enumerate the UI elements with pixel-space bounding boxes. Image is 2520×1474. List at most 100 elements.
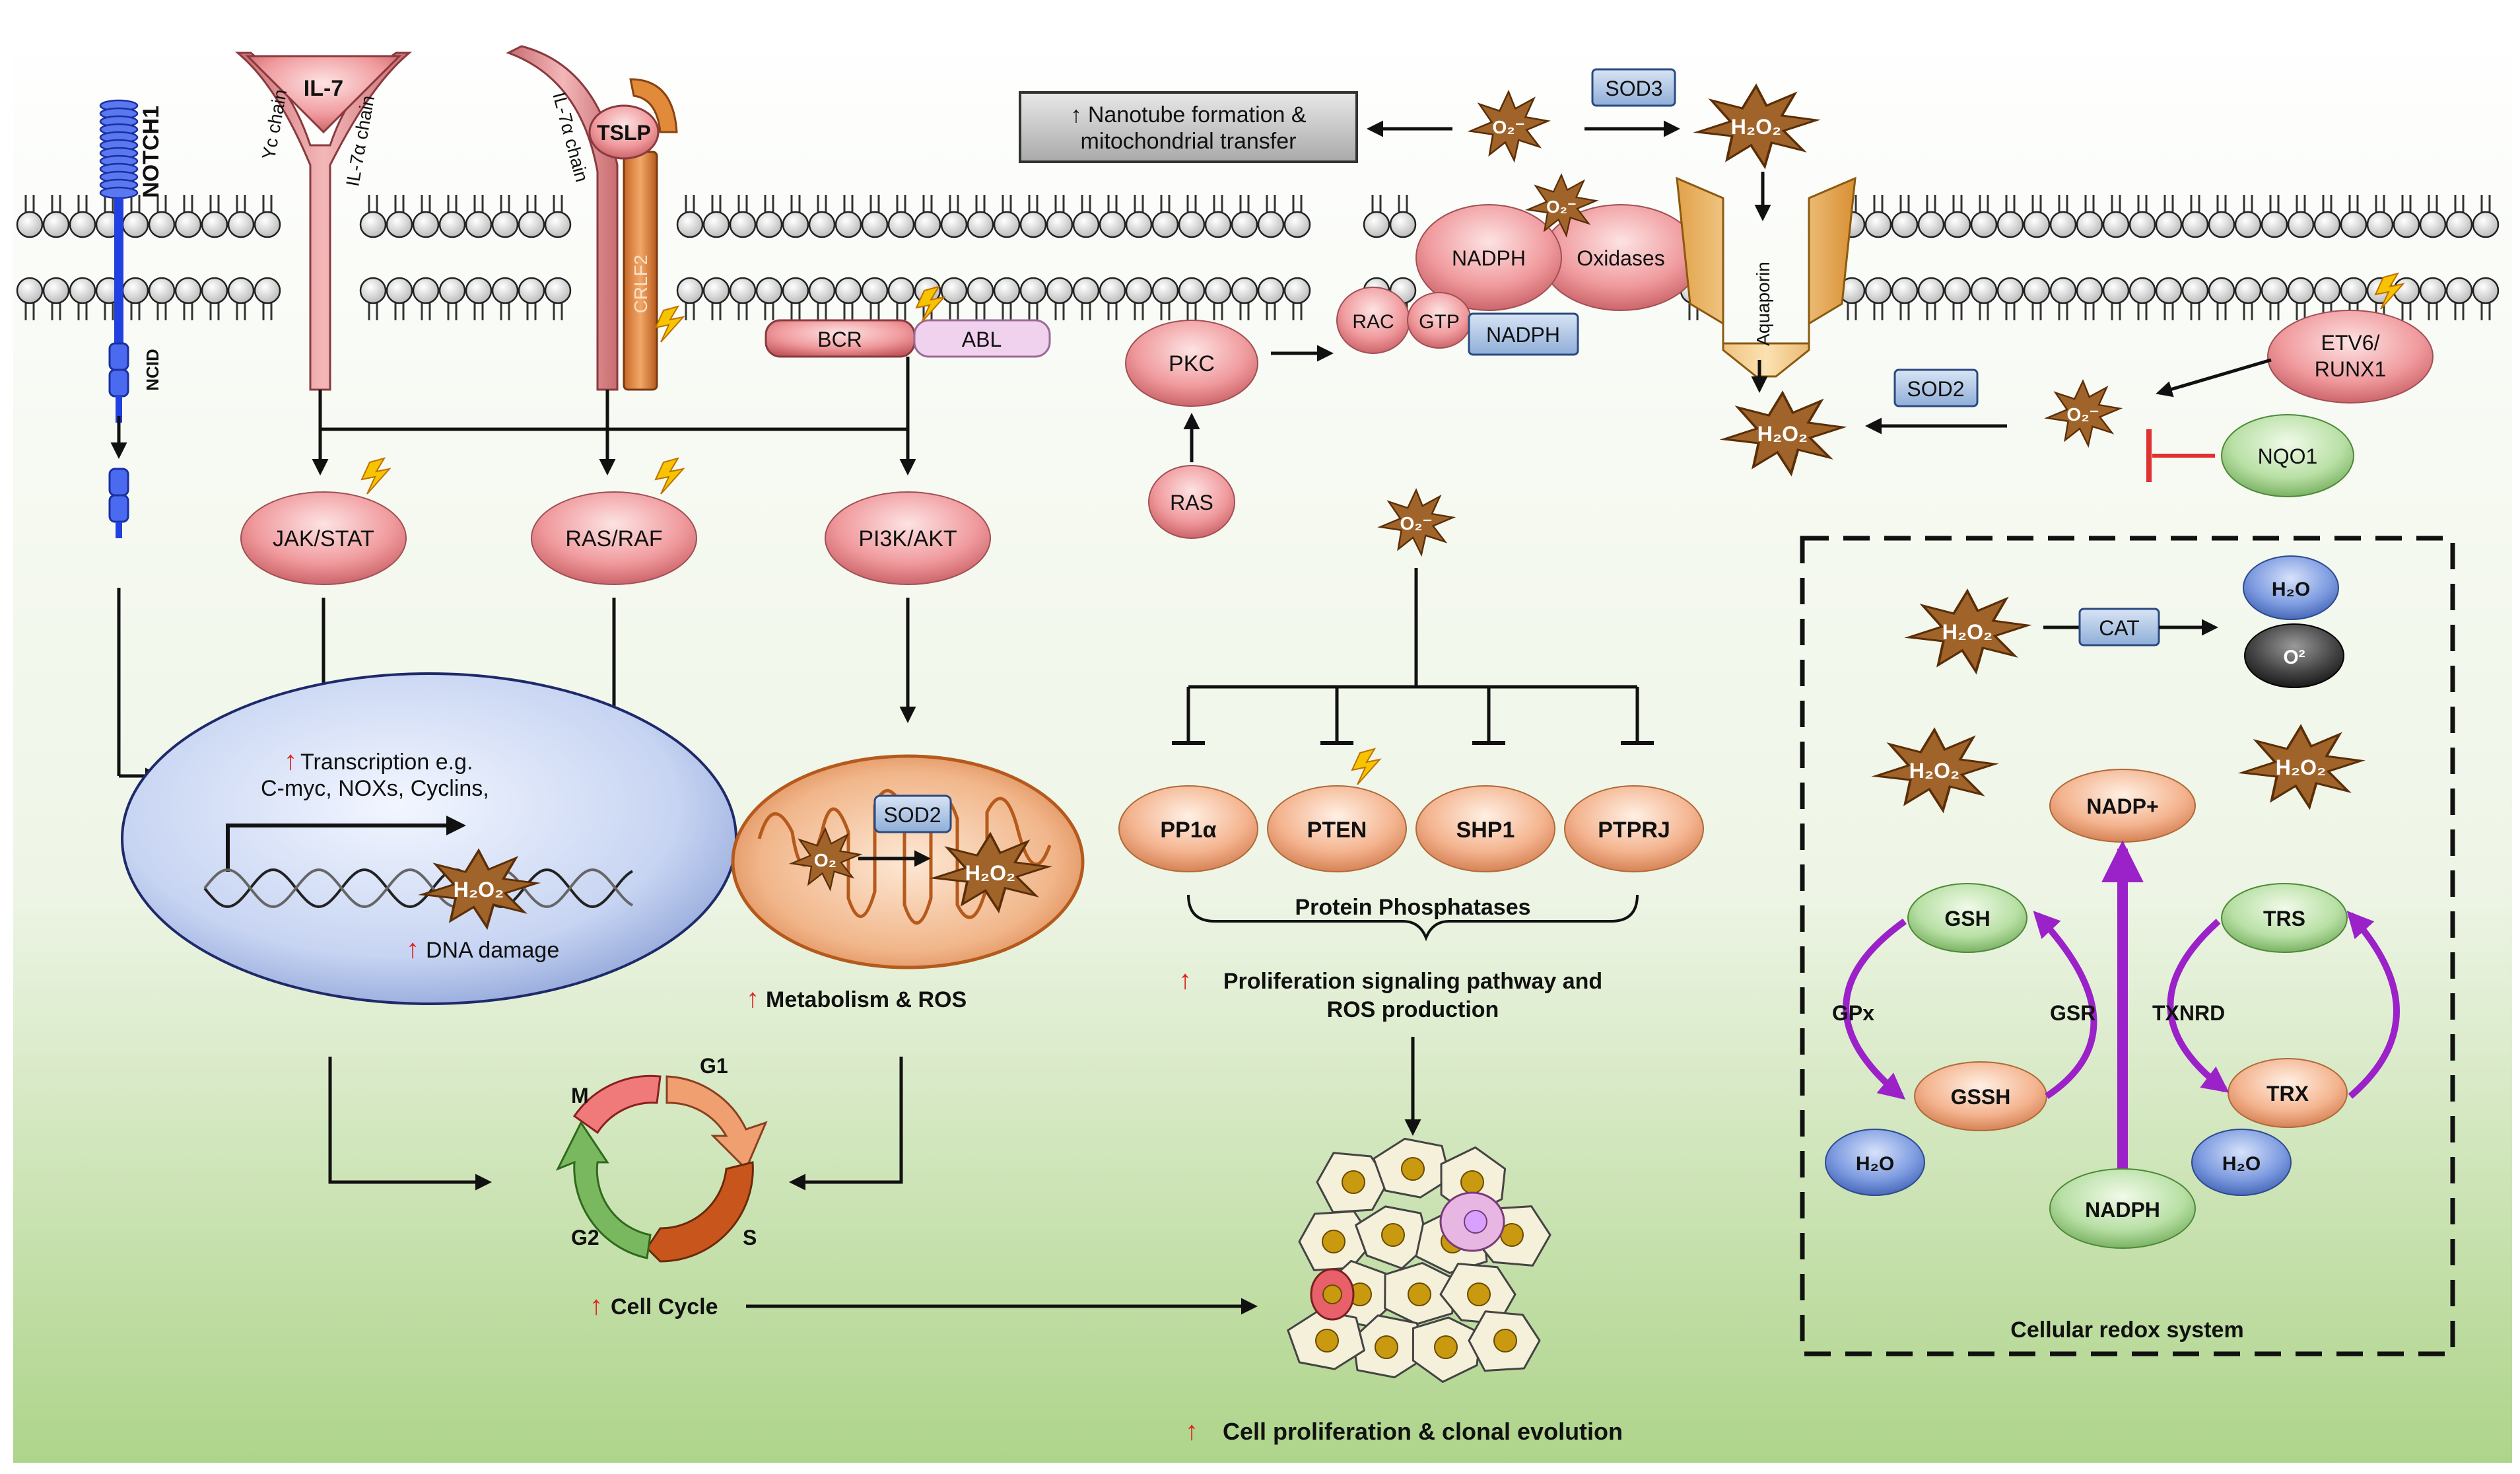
- h2o2-free-label-2: H₂O₂: [2276, 755, 2326, 779]
- dna-helix: [203, 868, 634, 909]
- nadph-oxidase: O₂⁻ NADPH Oxidases RAC GTP NADPH: [1336, 174, 1701, 356]
- proliferation-up-arrow: ↑: [1185, 1417, 1198, 1446]
- gsr-label: GSR: [2050, 1001, 2095, 1025]
- sod2-right-label: SOD2: [1907, 377, 1964, 401]
- shp1-label: SHP1: [1456, 818, 1515, 843]
- phosphatase-group-label: Protein Phosphatases: [1295, 895, 1530, 920]
- gsh-label: GSH: [1944, 907, 1990, 930]
- nadph-box: [1468, 312, 1579, 356]
- trx-label: TRX: [2266, 1082, 2309, 1106]
- nanotube-label-2: mitochondrial transfer: [1081, 129, 1297, 154]
- aquaporin-label: Aquaporin: [1753, 262, 1773, 346]
- notch1-receptor: NOTCH1 NCID: [99, 99, 164, 538]
- cycle-m-arrow: [572, 1074, 662, 1135]
- txnrd-label: TXNRD: [2152, 1001, 2225, 1025]
- h2o2-right-label: H₂O₂: [1757, 422, 1808, 446]
- proliferation-label: Cell proliferation & clonal evolution: [1223, 1418, 1623, 1445]
- transcription-up-arrow: ↑: [284, 746, 297, 775]
- gpx-label: GPx: [1832, 1001, 1874, 1025]
- nucleus: ↑ Transcription e.g. C-myc, NOXs, Cyclin…: [121, 672, 737, 1005]
- il7-ligand: [245, 55, 402, 134]
- txnrd-arc-left: [2167, 919, 2230, 1093]
- proliferation-signal-up-arrow: ↑: [1178, 965, 1192, 995]
- sod3-box: [1591, 68, 1676, 107]
- receptor-connectors: [312, 357, 916, 475]
- h2o2-mito-label: H₂O₂: [965, 861, 1015, 885]
- pkc-ras-section: PKC RAS: [1125, 320, 1334, 539]
- sod2-right-box: [1893, 368, 1979, 407]
- cycle-g2-label: G2: [571, 1226, 599, 1249]
- pp1a-label: PP1α: [1160, 818, 1216, 843]
- sod2-mito-box: [873, 794, 952, 833]
- cycle-s-label: S: [743, 1226, 757, 1249]
- o2-phosphatase-label: O₂⁻: [1400, 513, 1433, 534]
- transcription-start-arrow: [226, 816, 466, 872]
- crlf2-label: CRLF2: [630, 255, 651, 314]
- bcr-label: BCR: [817, 328, 862, 351]
- tslp-ligand: [588, 104, 660, 160]
- metabolism-label: Metabolism & ROS: [766, 987, 967, 1012]
- cat-label: CAT: [2099, 616, 2140, 640]
- ras-raf-label: RAS/RAF: [565, 526, 662, 551]
- etv6-section: ETV6/ RUNX1 O₂⁻ SOD2 H₂O₂ NQO1: [1722, 273, 2434, 497]
- etv6-label-1: ETV6/: [2321, 331, 2380, 355]
- aquaporin-channel: Aquaporin: [1676, 176, 1856, 393]
- h2o2-cat-label: H₂O₂: [1942, 620, 1992, 644]
- pathway-ras-raf: RAS/RAF: [531, 458, 697, 585]
- cycle-s-arrow: [646, 1161, 754, 1263]
- proliferation-signal-label-1: Proliferation signaling pathway and: [1223, 969, 1602, 994]
- nadp-label: NADP+: [2086, 794, 2158, 818]
- ras-label: RAS: [1170, 491, 1213, 514]
- bcr-abl-fusion: BCR ABL: [765, 286, 1051, 358]
- jak-stat-label: JAK/STAT: [273, 526, 374, 551]
- gtp-label: GTP: [1419, 311, 1460, 333]
- sod2-mito-label: SOD2: [883, 803, 941, 827]
- o2-membrane-label: O₂⁻: [1546, 197, 1577, 217]
- h2o2-star-nucleus: H₂O₂: [421, 849, 538, 929]
- h2o2-free-label-1: H₂O₂: [1909, 759, 1959, 783]
- phosphatase-brace: [1187, 894, 1639, 942]
- pkc-label: PKC: [1169, 351, 1215, 376]
- cell-cycle-label: Cell Cycle: [611, 1294, 718, 1319]
- nanotube-label-1: ↑ Nanotube formation &: [1070, 102, 1307, 127]
- ptprj-label: PTPRJ: [1598, 818, 1670, 843]
- ncid-label: NCID: [143, 349, 162, 391]
- transcription-genes: C-myc, NOXs, Cyclins,: [261, 776, 489, 801]
- tslp-label: TSLP: [597, 121, 651, 145]
- redox-title: Cellular redox system: [2010, 1317, 2243, 1343]
- dna-damage-up-arrow: ↑: [406, 934, 419, 964]
- transcription-label: Transcription e.g.: [300, 750, 473, 775]
- nadph-redox-label: NADPH: [2085, 1198, 2160, 1222]
- nqo1-label: NQO1: [2258, 444, 2318, 468]
- dna-damage-label: DNA damage: [426, 938, 559, 963]
- h2o2-nucleus-label: H₂O₂: [454, 878, 504, 901]
- o2-mito-label: O₂: [814, 850, 836, 870]
- h2o-right-label: H₂O: [2222, 1153, 2261, 1175]
- mitochondrion: SOD2 O₂ H₂O₂ ↑ Metabolism & ROS: [731, 754, 1085, 1013]
- il7-label: IL-7: [304, 76, 343, 101]
- notch1-label: NOTCH1: [139, 106, 164, 198]
- cellular-redox-system: Cellular redox system H₂O₂ CAT H₂O O² H₂…: [1800, 536, 2455, 1356]
- rac-label: RAC: [1352, 311, 1394, 333]
- etv6-label-2: RUNX1: [2315, 357, 2386, 381]
- abl-label: ABL: [962, 328, 1002, 351]
- trs-label: TRS: [2263, 907, 2305, 930]
- cycle-m-label: M: [571, 1084, 589, 1107]
- gssh-label: GSSH: [1951, 1085, 2011, 1109]
- metabolism-up-arrow: ↑: [746, 984, 759, 1013]
- o2-cat-label: O²: [2283, 647, 2305, 668]
- nadph-oxidase-label-1: NADPH: [1452, 246, 1526, 270]
- top-ros-section: ↑ Nanotube formation & mitochondrial tra…: [1019, 68, 1818, 221]
- pten-label: PTEN: [1307, 818, 1367, 843]
- nadph-box-label: NADPH: [1486, 323, 1560, 347]
- h2o-left-label: H₂O: [1856, 1153, 1894, 1175]
- proliferation-signal-label-2: ROS production: [1327, 997, 1499, 1022]
- cycle-g1-arrow: [665, 1075, 768, 1171]
- cycle-g1-label: G1: [700, 1054, 728, 1078]
- proliferating-cell-cluster: [1287, 1137, 1551, 1383]
- gsr-arc: [2033, 911, 2097, 1100]
- o2-top-label: O₂⁻: [1493, 117, 1525, 137]
- h2o2-top-label: H₂O₂: [1731, 115, 1781, 139]
- nanotube-box: [1019, 91, 1358, 163]
